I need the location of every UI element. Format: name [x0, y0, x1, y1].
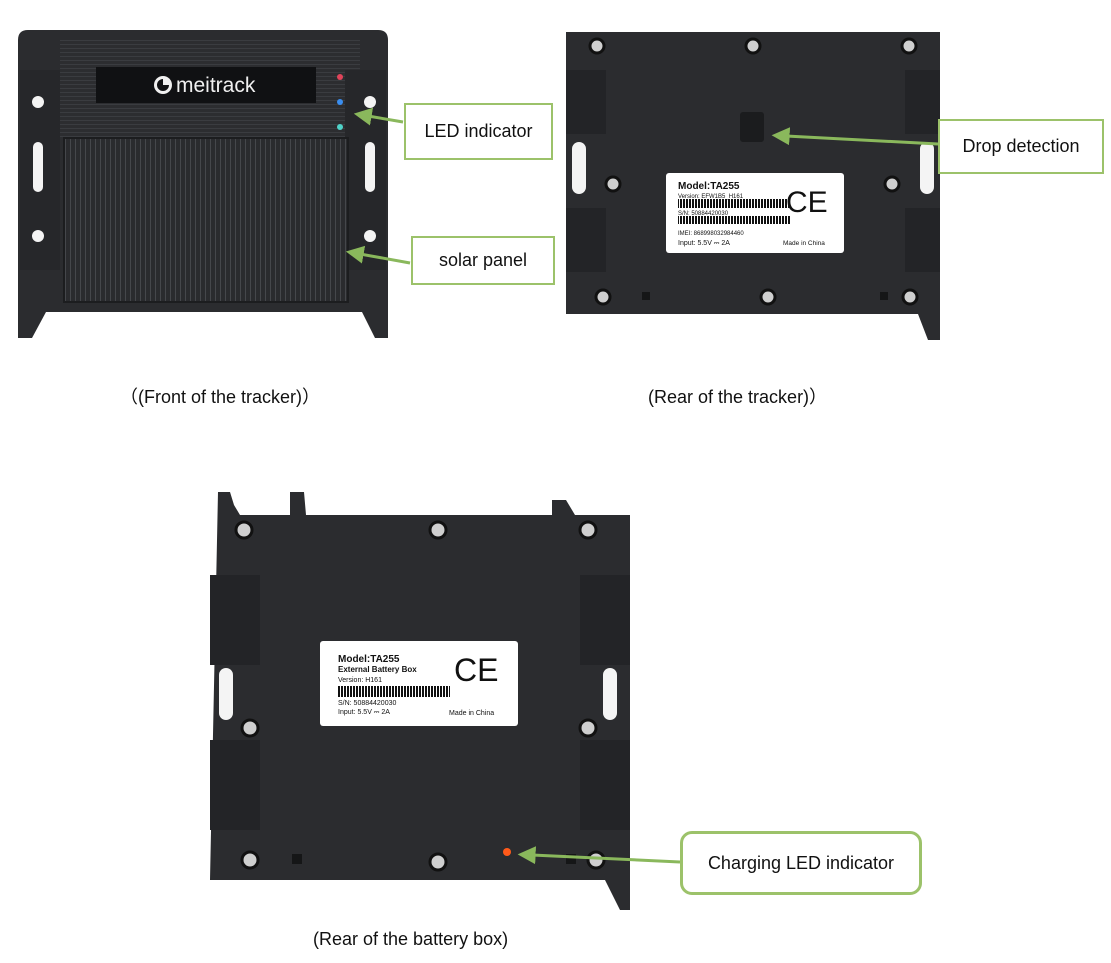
tracker-rear-device: [566, 32, 940, 340]
callout-charging-led-text: Charging LED indicator: [707, 852, 895, 873]
drop-arrow: [771, 127, 939, 146]
rear-sn: S/N: 50884420030: [678, 211, 729, 217]
battery-ce-mark-icon: CE: [454, 652, 498, 688]
solar-panel: [63, 137, 349, 303]
drop-sensor: [740, 112, 764, 142]
callout-led-indicator-text: LED indicator: [424, 121, 533, 141]
battery-input: Input: 5.5V ⎓ 2A: [338, 709, 390, 716]
solar-arrow: [345, 245, 411, 265]
charging-arrow: [517, 846, 681, 865]
rear-model: Model:TA255: [678, 181, 740, 192]
callout-solar-panel-text: solar panel: [438, 250, 528, 270]
led-red-icon: [337, 74, 343, 80]
battery-box-device: [210, 492, 630, 910]
mount-hole: [364, 96, 376, 108]
rear-imei: IMEI: 868998032984460: [678, 231, 744, 237]
charging-led-icon: [503, 848, 511, 856]
callout-drop-detection: Drop detection: [938, 119, 1104, 174]
battery-version: Version: H161: [338, 677, 382, 684]
mount-hole: [32, 96, 44, 108]
meitrack-logo-icon: [154, 76, 172, 94]
battery-sn: S/N: 50884420030: [338, 700, 396, 707]
battery-name: External Battery Box: [338, 665, 417, 674]
battery-made-in: Made in China: [449, 710, 494, 717]
caption-rear: (Rear of the tracker)）: [648, 387, 828, 407]
led-blue-icon: [337, 99, 343, 105]
rear-input: Input: 5.5V ⎓ 2A: [678, 240, 730, 247]
rear-label: [666, 173, 844, 253]
callout-charging-led: Charging LED indicator: [680, 831, 922, 895]
led-arrow: [353, 107, 404, 126]
callout-drop-detection-text: Drop detection: [962, 136, 1080, 156]
callout-led-indicator: LED indicator: [404, 103, 553, 160]
tracker-front-device: meitrack: [18, 30, 388, 338]
strap-slot: [33, 142, 43, 192]
battery-model: Model:TA255: [338, 654, 400, 665]
strap-slot: [365, 142, 375, 192]
rear-ce-mark-icon: CE: [786, 186, 828, 219]
brand-text: meitrack: [176, 74, 256, 97]
rear-version: Version: EFW1B5_H161: [678, 194, 744, 200]
callout-solar-panel: solar panel: [411, 236, 555, 285]
battery-label: [320, 641, 518, 726]
mount-hole: [32, 230, 44, 242]
rear-made-in: Made in China: [783, 240, 825, 247]
mount-hole: [364, 230, 376, 242]
caption-battery: (Rear of the battery box): [313, 929, 509, 949]
caption-front: （(Front of the tracker)）: [120, 387, 321, 407]
led-cyan-icon: [337, 124, 343, 130]
logo-plate: [96, 67, 316, 103]
